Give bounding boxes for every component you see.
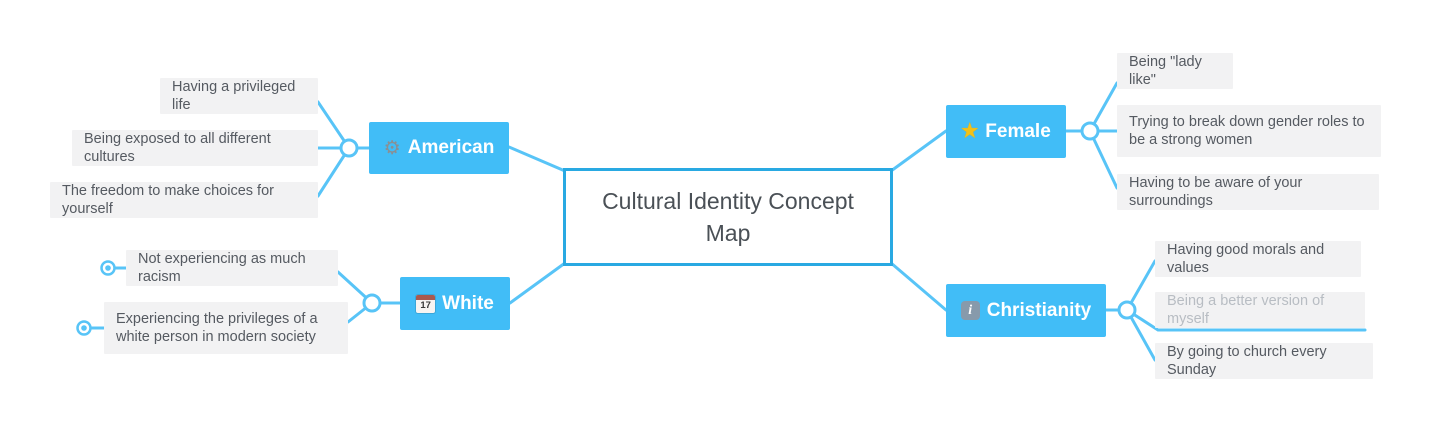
connector-line (1088, 129, 1119, 190)
leaf-text: Having a privileged life (172, 78, 296, 113)
leaf-node[interactable]: Not experiencing as much racism (126, 250, 338, 286)
root-node[interactable]: Cultural Identity Concept Map (563, 168, 893, 266)
leaf-node[interactable]: Having good morals and values (1155, 241, 1361, 277)
leaf-node[interactable]: Being "lady like" (1117, 53, 1233, 89)
leaf-text: Having good morals and values (1167, 241, 1325, 276)
topic-label: White (442, 292, 494, 314)
leaf-text: Being a better version of myself (1167, 292, 1325, 327)
leaf-node[interactable]: By going to church every Sunday (1155, 343, 1373, 379)
connector-line (889, 261, 948, 312)
leaf-node[interactable]: Being exposed to all different cultures (72, 130, 318, 166)
leaf-node[interactable]: Experiencing the privileges of a white p… (104, 302, 348, 354)
star-icon: ★ (961, 121, 979, 142)
leaf-text: Trying to break down gender roles to be … (1129, 113, 1365, 148)
topic-node-white[interactable]: 17 White (400, 277, 510, 330)
topic-label: Female (985, 120, 1051, 142)
root-node-title: Cultural Identity Concept Map (602, 187, 854, 246)
connector-line (508, 261, 567, 305)
leaf-text: Experiencing the privileges of a white p… (116, 310, 318, 345)
connector-line (507, 145, 567, 173)
calendar-icon-day: 17 (420, 299, 431, 311)
info-icon: i (960, 301, 980, 320)
expand-toggle-dot (105, 265, 111, 271)
leaf-text: Being exposed to all different cultures (84, 130, 271, 165)
leaf-node[interactable]: Having to be aware of your surroundings (1117, 174, 1379, 210)
topic-node-female[interactable]: ★ Female (946, 105, 1066, 158)
leaf-node[interactable]: The freedom to make choices for yourself (50, 182, 318, 218)
connector-line (889, 129, 948, 173)
calendar-icon: 17 (416, 294, 436, 313)
gear-icon: ⚙ (383, 137, 401, 159)
leaf-text: Being "lady like" (1129, 53, 1202, 88)
topic-label: Christianity (986, 299, 1092, 321)
leaf-node-selected[interactable]: Being a better version of myself (1155, 292, 1365, 328)
connector-line (1125, 308, 1157, 362)
connector-underline (1125, 308, 1367, 332)
leaf-text: The freedom to make choices for yourself (62, 182, 274, 217)
collapse-toggle[interactable] (1117, 300, 1137, 320)
leaf-node[interactable]: Trying to break down gender roles to be … (1117, 105, 1381, 157)
topic-node-christianity[interactable]: i Christianity (946, 284, 1106, 337)
collapse-toggle[interactable] (1080, 121, 1100, 141)
topic-label: American (407, 137, 495, 158)
leaf-text: Having to be aware of your surroundings (1129, 174, 1303, 209)
expand-toggle-dot (81, 325, 87, 331)
topic-node-american[interactable]: ⚙ American (369, 122, 509, 174)
collapse-toggle[interactable] (362, 293, 382, 313)
collapse-toggle[interactable] (339, 138, 359, 158)
leaf-text: Not experiencing as much racism (138, 250, 306, 285)
leaf-node[interactable]: Having a privileged life (160, 78, 318, 114)
calendar-icon-header (416, 294, 436, 300)
leaf-text: By going to church every Sunday (1167, 343, 1327, 378)
connector-line (316, 146, 351, 198)
